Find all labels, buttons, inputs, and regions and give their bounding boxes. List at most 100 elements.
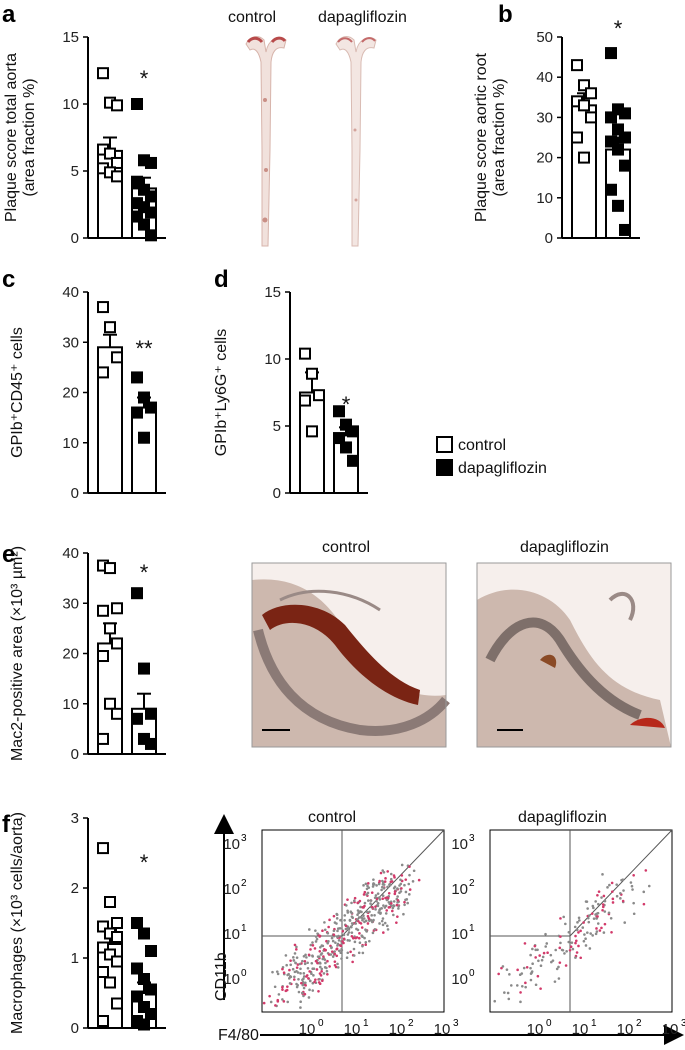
event-dot xyxy=(269,1000,273,1004)
event-dot xyxy=(295,985,299,989)
y-axis-label: (area fraction %) xyxy=(491,78,508,196)
event-dot xyxy=(326,972,329,976)
event-dot xyxy=(354,936,357,940)
data-point xyxy=(131,371,143,384)
event-dot xyxy=(301,991,304,995)
event-dot xyxy=(534,956,537,959)
data-point xyxy=(97,67,109,80)
y-tick-label: 10 xyxy=(223,881,240,898)
event-dot xyxy=(357,951,361,955)
event-dot xyxy=(531,962,534,965)
event-dot xyxy=(540,958,544,962)
event-dot xyxy=(332,933,336,936)
event-dot xyxy=(579,956,583,960)
event-dot xyxy=(351,936,355,940)
event-dot xyxy=(601,905,605,909)
data-point xyxy=(111,997,123,1010)
event-dot xyxy=(404,898,407,902)
event-dot xyxy=(503,991,506,994)
y-tick-label: 10 xyxy=(62,435,79,452)
data-point xyxy=(333,405,345,418)
y-tick-exponent: 3 xyxy=(469,833,475,844)
data-point xyxy=(605,183,617,196)
flow-control-label: control xyxy=(308,809,356,826)
event-dot xyxy=(353,896,357,900)
event-dot xyxy=(371,905,374,909)
data-point xyxy=(299,347,311,360)
event-dot xyxy=(594,913,597,916)
event-dot xyxy=(632,873,635,877)
data-point xyxy=(138,973,150,985)
event-dot xyxy=(289,963,293,967)
event-dot xyxy=(299,972,302,975)
event-dot xyxy=(288,982,292,985)
event-dot xyxy=(403,900,406,904)
x-tick-exponent: 0 xyxy=(546,1018,552,1029)
event-dot xyxy=(320,967,324,971)
event-dot xyxy=(363,920,366,924)
event-dot xyxy=(370,914,373,917)
event-dot xyxy=(598,929,602,932)
event-dot xyxy=(362,893,366,896)
event-dot xyxy=(529,978,533,982)
event-dot xyxy=(345,904,348,907)
event-dot xyxy=(586,907,589,910)
event-dot xyxy=(350,915,354,918)
event-dot xyxy=(289,975,293,979)
event-dot xyxy=(360,926,364,929)
event-dot xyxy=(307,953,311,957)
event-dot xyxy=(587,914,591,917)
y-tick-label: 10 xyxy=(451,836,468,853)
data-point xyxy=(111,602,123,615)
event-dot xyxy=(297,990,301,994)
y-axis-label: GPIb⁺CD45⁺ cells xyxy=(9,327,26,458)
y-tick-label: 5 xyxy=(273,418,281,435)
data-point xyxy=(585,87,597,100)
event-dot xyxy=(303,983,307,987)
event-dot xyxy=(596,902,600,906)
event-dot xyxy=(574,941,577,945)
event-dot xyxy=(350,934,354,938)
event-dot xyxy=(524,981,527,985)
event-dot xyxy=(386,896,390,900)
event-dot xyxy=(365,910,369,914)
event-dot xyxy=(374,905,377,908)
event-dot xyxy=(408,865,411,868)
data-point xyxy=(111,931,123,943)
event-dot xyxy=(335,947,339,950)
event-dot xyxy=(595,930,599,933)
event-dot xyxy=(559,917,562,920)
event-dot xyxy=(281,998,284,1001)
event-dot xyxy=(400,863,404,867)
panel-label-b: b xyxy=(498,1,513,28)
event-dot xyxy=(318,934,322,938)
event-dot xyxy=(295,945,298,949)
event-dot xyxy=(315,968,319,971)
event-dot xyxy=(327,940,330,943)
event-dot xyxy=(341,929,345,933)
event-dot xyxy=(579,929,582,933)
event-dot xyxy=(539,987,542,990)
aorta-treated-photo xyxy=(335,36,377,247)
histo-control-label: control xyxy=(322,539,370,556)
data-point xyxy=(111,917,123,929)
event-dot xyxy=(322,972,326,975)
histology-control-image xyxy=(251,562,450,748)
event-dot xyxy=(611,901,615,904)
event-dot xyxy=(520,984,524,988)
event-dot xyxy=(354,922,358,925)
event-dot xyxy=(545,942,549,945)
data-point xyxy=(97,842,109,855)
event-dot xyxy=(403,883,406,887)
event-dot xyxy=(368,910,371,914)
event-dot xyxy=(321,929,324,932)
y-tick-label: 40 xyxy=(536,69,553,86)
event-dot xyxy=(381,894,385,898)
event-dot xyxy=(534,983,538,987)
event-dot xyxy=(530,970,534,973)
y-tick-label: 10 xyxy=(62,96,79,113)
data-point xyxy=(104,147,116,160)
data-point xyxy=(340,441,352,454)
